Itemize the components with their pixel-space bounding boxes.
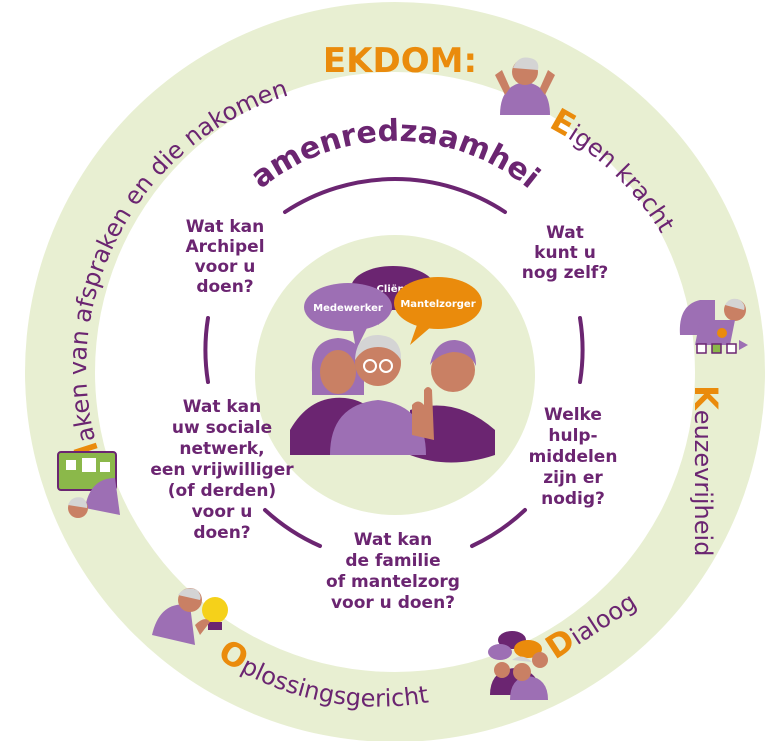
svg-text:Wat: Wat <box>546 223 584 243</box>
svg-text:(of derden): (of derden) <box>168 481 276 501</box>
svg-text:Welke: Welke <box>544 405 602 425</box>
svg-text:Wat kan: Wat kan <box>354 530 433 550</box>
svg-text:kunt u: kunt u <box>534 243 596 263</box>
svg-text:voor u: voor u <box>192 502 253 522</box>
svg-text:middelen: middelen <box>529 447 618 467</box>
group-talk-icon <box>488 631 548 700</box>
question-hulpmiddelen: Welke hulp- middelen zijn er nodig? <box>529 405 618 509</box>
arc-segment-right <box>578 316 585 384</box>
svg-text:hulp-: hulp- <box>548 426 597 446</box>
svg-text:of mantelzorg: of mantelzorg <box>326 572 460 592</box>
ekdom-heading: EKDOM: <box>323 41 477 81</box>
strong-person-icon <box>495 57 555 115</box>
svg-text:voor u: voor u <box>195 257 256 277</box>
svg-text:de familie: de familie <box>345 551 440 571</box>
svg-text:Medewerker: Medewerker <box>313 303 383 314</box>
inner-arcs <box>203 177 585 548</box>
svg-text:nodig?: nodig? <box>541 489 605 509</box>
arc-segment-bottom-right <box>470 508 527 548</box>
ring-keuzevrijheid: Keuzevrijheid <box>687 385 725 556</box>
svg-text:zijn er: zijn er <box>543 468 603 488</box>
lightbulb-person-icon <box>152 588 228 645</box>
svg-text:doen?: doen? <box>196 277 253 297</box>
question-familie: Wat kan de familie of mantelzorg voor u … <box>326 530 460 613</box>
bubble-mantelzorger: Mantelzorger <box>394 277 482 345</box>
arc-segment-bottom-left <box>263 508 322 548</box>
arc-segment-left <box>203 316 210 384</box>
svg-text:Mantelzorger: Mantelzorger <box>400 299 475 310</box>
svg-text:voor u doen?: voor u doen? <box>331 593 455 613</box>
laptop-person-icon <box>679 298 748 354</box>
question-archipel: Wat kan Archipel voor u doen? <box>185 217 264 297</box>
svg-text:Wat kan: Wat kan <box>186 217 265 237</box>
svg-text:Cliënt: Cliënt <box>377 284 410 295</box>
svg-text:Archipel: Archipel <box>185 237 264 257</box>
presentation-person-icon <box>57 451 120 518</box>
svg-text:Wat kan: Wat kan <box>183 397 262 417</box>
group-people-icon <box>290 335 495 463</box>
bubble-medewerker: Medewerker <box>304 283 392 350</box>
question-netwerk: Wat kan uw sociale netwerk, een vrijwill… <box>150 397 294 543</box>
svg-text:nog zelf?: nog zelf? <box>522 263 608 283</box>
arc-segment-top <box>283 177 507 214</box>
svg-text:netwerk,: netwerk, <box>179 439 264 459</box>
question-zelf: Wat kunt u nog zelf? <box>522 223 608 283</box>
svg-text:uw sociale: uw sociale <box>172 418 272 438</box>
svg-text:doen?: doen? <box>193 523 250 543</box>
svg-text:een vrijwilliger: een vrijwilliger <box>150 460 294 480</box>
